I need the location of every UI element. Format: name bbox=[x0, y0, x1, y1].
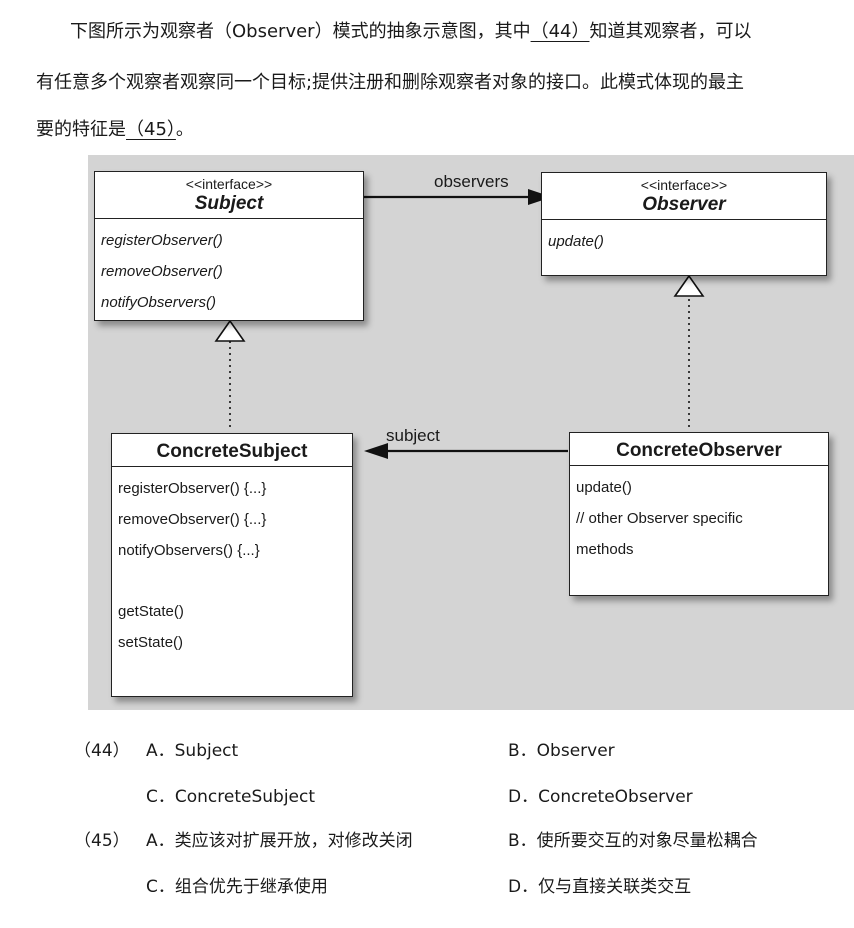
option-45-c[interactable]: C．组合优先于继承使用 bbox=[146, 877, 328, 897]
concrete-subject-class-name: ConcreteSubject bbox=[156, 441, 308, 462]
concrete-observer-methods: update() // other Observer specific meth… bbox=[570, 466, 828, 565]
concrete-observer-method: methods bbox=[576, 541, 634, 558]
observer-class-header: <<interface>> Observer bbox=[542, 173, 826, 220]
subject-realization-triangle bbox=[214, 319, 246, 342]
option-44-b[interactable]: B．Observer bbox=[508, 741, 615, 761]
question-44-number: （44） bbox=[74, 741, 130, 761]
subject-methods: registerObserver() removeObserver() noti… bbox=[95, 219, 363, 318]
question-text: 下图所示为观察者（Observer）模式的抽象示意图，其中 bbox=[70, 21, 531, 42]
uml-connectors bbox=[214, 189, 705, 459]
option-44-a[interactable]: A．Subject bbox=[146, 741, 239, 761]
subject-class-box: <<interface>> Subject registerObserver()… bbox=[94, 171, 364, 321]
concrete-subject-header: ConcreteSubject bbox=[112, 434, 352, 467]
question-text: 。 bbox=[175, 119, 194, 140]
option-45-b[interactable]: B．使所要交互的对象尽量松耦合 bbox=[508, 831, 758, 851]
observer-methods: update() bbox=[542, 220, 826, 257]
concrete-subject-method: removeObserver() {...} bbox=[118, 511, 267, 528]
concrete-subject-class-box: ConcreteSubject registerObserver() {...}… bbox=[111, 433, 353, 697]
question-line-1: 下图所示为观察者（Observer）模式的抽象示意图，其中（44）知道其观察者，… bbox=[70, 20, 751, 44]
concrete-observer-class-name: ConcreteObserver bbox=[616, 440, 782, 461]
option-44-c[interactable]: C．ConcreteSubject bbox=[146, 787, 316, 807]
concrete-observer-class-box: ConcreteObserver update() // other Obser… bbox=[569, 432, 829, 596]
observer-method: update() bbox=[548, 233, 604, 250]
question-line-3: 要的特征是（45）。 bbox=[36, 118, 194, 142]
subject-class-header: <<interface>> Subject bbox=[95, 172, 363, 219]
question-45-number: （45） bbox=[74, 831, 130, 851]
observer-realization-triangle bbox=[673, 274, 705, 297]
concrete-subject-method: setState() bbox=[118, 634, 184, 651]
subject-method: removeObserver() bbox=[101, 263, 223, 280]
observer-stereotype: <<interface>> bbox=[640, 177, 728, 193]
option-44-d[interactable]: D．ConcreteObserver bbox=[508, 787, 693, 807]
concrete-subject-methods: registerObserver() {...} removeObserver(… bbox=[112, 467, 352, 658]
subject-method: registerObserver() bbox=[101, 232, 223, 249]
subject-stereotype: <<interface>> bbox=[185, 176, 273, 192]
option-45-a[interactable]: A．类应该对扩展开放，对修改关闭 bbox=[146, 831, 413, 851]
concrete-observer-method: update() bbox=[576, 479, 632, 496]
question-text: 要的特征是 bbox=[36, 119, 126, 140]
observer-class-name: Observer bbox=[642, 194, 726, 215]
observers-arrowhead bbox=[528, 189, 552, 205]
method-group-gap bbox=[118, 566, 352, 596]
blank-44: （44） bbox=[530, 21, 590, 42]
concrete-observer-header: ConcreteObserver bbox=[570, 433, 828, 466]
observer-class-box: <<interface>> Observer update() bbox=[541, 172, 827, 276]
concrete-subject-method: registerObserver() {...} bbox=[118, 480, 267, 497]
question-text: 有任意多个观察者观察同一个目标;提供注册和删除观察者对象的接口。此模式体现的最主 bbox=[36, 72, 745, 93]
subject-label: subject bbox=[386, 426, 440, 445]
question-text: 知道其观察者，可以 bbox=[589, 21, 752, 42]
concrete-observer-method: // other Observer specific bbox=[576, 510, 743, 527]
blank-45: （45） bbox=[126, 119, 176, 140]
subject-method: notifyObservers() bbox=[101, 294, 217, 311]
uml-diagram: observers subject <<interface>> Subject … bbox=[88, 155, 854, 710]
concrete-subject-method: getState() bbox=[118, 603, 184, 620]
concrete-subject-method: notifyObservers() {...} bbox=[118, 542, 260, 559]
subject-class-name: Subject bbox=[194, 193, 264, 214]
question-line-2: 有任意多个观察者观察同一个目标;提供注册和删除观察者对象的接口。此模式体现的最主 bbox=[36, 71, 744, 95]
subject-arrowhead bbox=[364, 443, 388, 459]
option-45-d[interactable]: D．仅与直接关联类交互 bbox=[508, 877, 692, 897]
observers-label: observers bbox=[434, 172, 509, 191]
